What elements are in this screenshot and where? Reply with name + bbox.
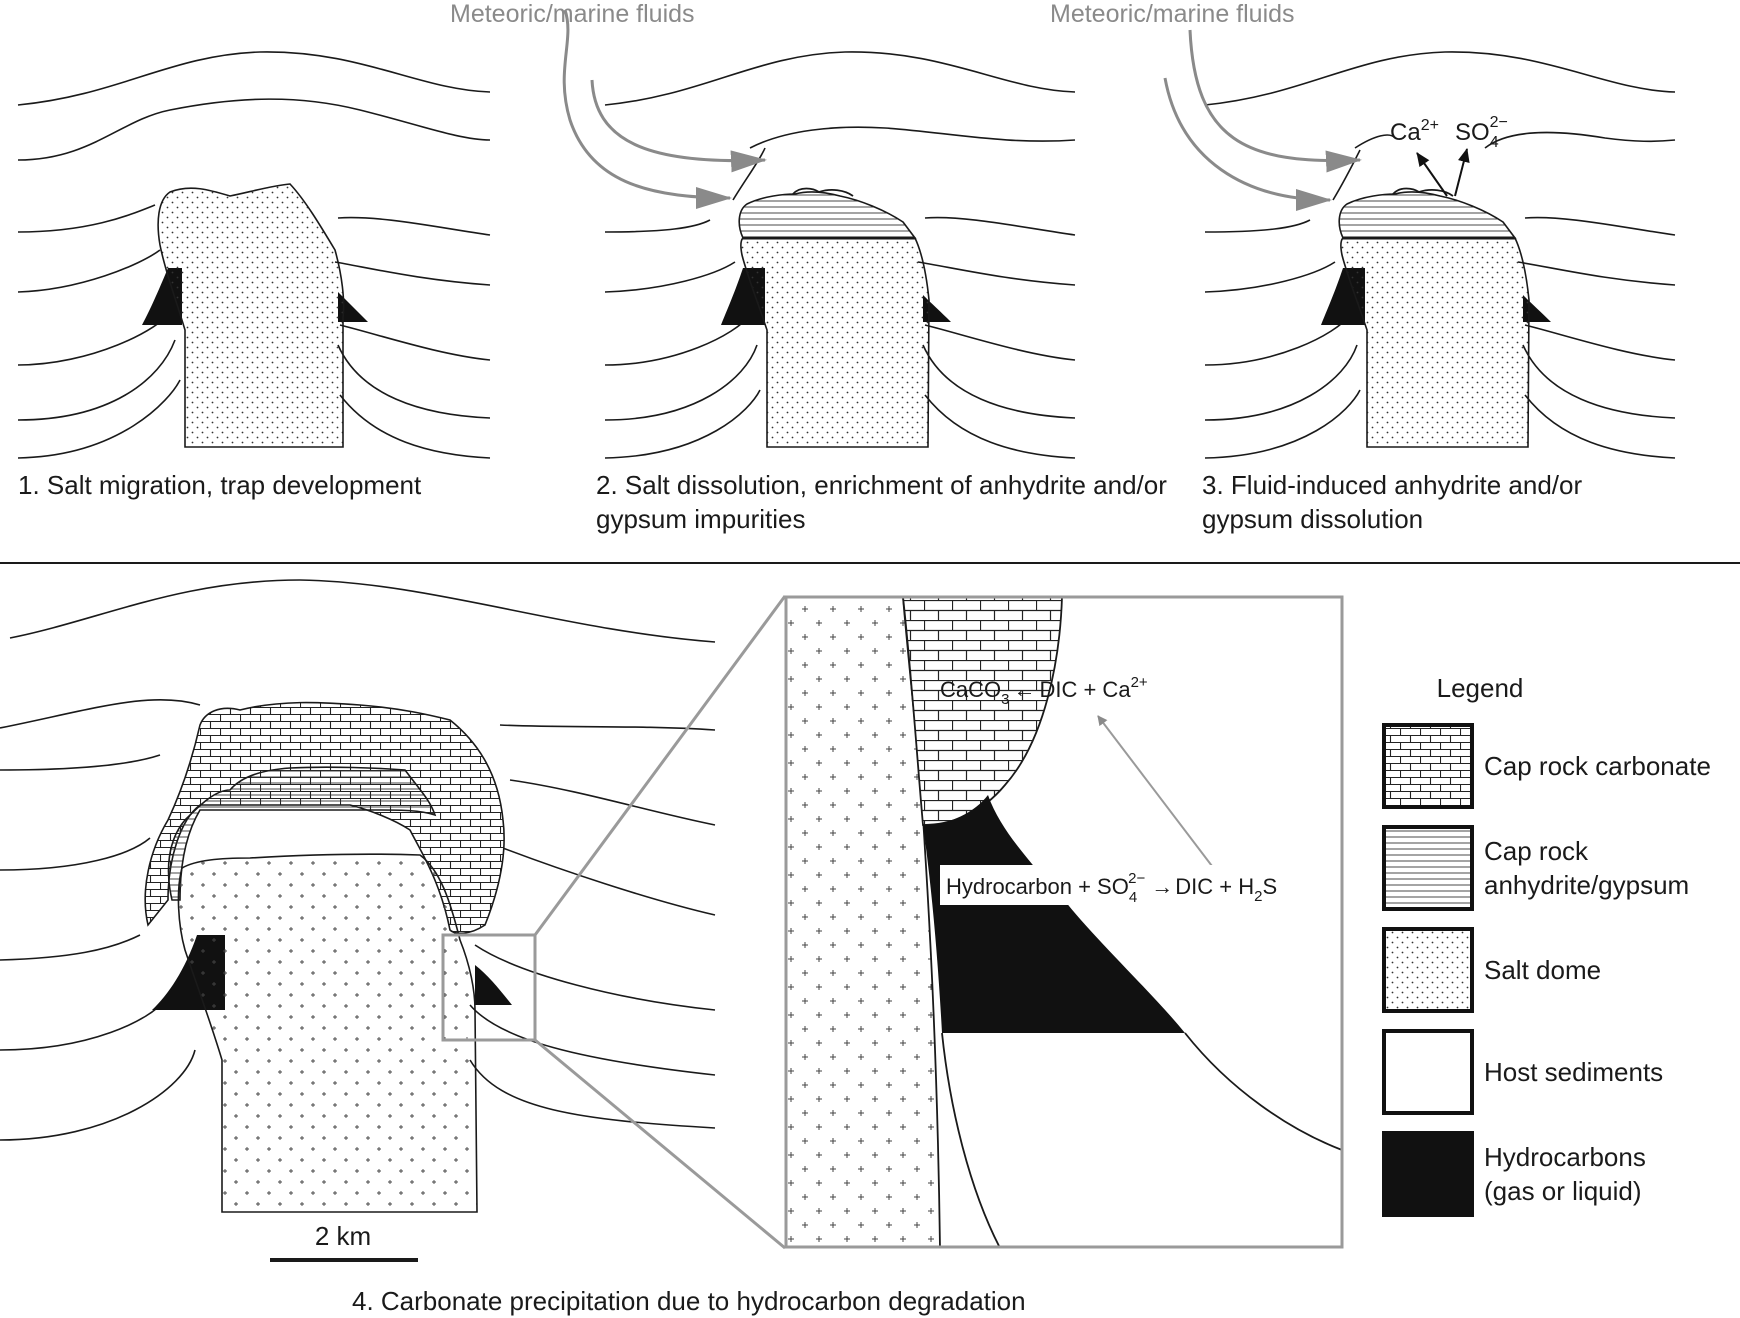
hydrocarbon-trap-right xyxy=(338,292,368,322)
legend-swatch-black xyxy=(1382,1131,1474,1217)
salt-dome xyxy=(157,183,345,448)
legend-label: Hydrocarbons xyxy=(1484,1142,1646,1172)
ion-label-so4: SO42− xyxy=(1455,114,1508,151)
caption-panel-2: 2. Salt dissolution, enrichment of anhyd… xyxy=(596,470,1167,534)
panel-1 xyxy=(17,51,491,459)
legend-label: Cap rock xyxy=(1484,836,1589,866)
host-sediment-layers xyxy=(604,51,1076,459)
caption-panel-4: 4. Carbonate precipitation due to hydroc… xyxy=(352,1286,1026,1316)
salt-dome xyxy=(177,853,478,1213)
legend-label: Host sediments xyxy=(1484,1057,1663,1087)
inset-hydrocarbon xyxy=(923,795,1185,1033)
cap-rock-anhydrite xyxy=(167,766,437,901)
fluid-label-panel-3: Meteoric/marine fluids xyxy=(1050,0,1295,28)
cap-rock-anhydrite xyxy=(738,191,917,239)
zoom-box xyxy=(441,933,537,1042)
hydrocarbon-trap-right xyxy=(923,295,951,322)
reaction-carbonate-precipitation: CaCO3←DIC + Ca2+ xyxy=(940,674,1148,708)
inset-detail: CaCO3←DIC + Ca2+ Hydrocarbon + SO42−→DIC… xyxy=(784,595,1344,1249)
ion-arrow-ca xyxy=(1416,152,1448,197)
legend-swatch-hlines xyxy=(1382,825,1474,911)
legend-title: Legend xyxy=(1437,673,1524,703)
scale-bar-label: 2 km xyxy=(315,1221,371,1251)
caption-panel-1: 1. Salt migration, trap development xyxy=(18,470,422,500)
fluid-arrow-lower xyxy=(562,9,732,209)
zoom-line-top xyxy=(533,595,787,936)
ion-label-ca: Ca2+ xyxy=(1390,117,1439,146)
panel-3: Ca2+ SO42− xyxy=(1163,29,1676,459)
host-sediment-layers xyxy=(17,51,491,459)
legend-swatch-blank xyxy=(1382,1029,1474,1115)
inset-frame xyxy=(784,595,1344,1249)
legend-label: Cap rock carbonate xyxy=(1484,751,1711,781)
panel-2 xyxy=(562,9,1076,459)
legend-label: anhydrite/gypsum xyxy=(1484,870,1689,900)
fluid-arrow-lower xyxy=(1163,77,1332,211)
fluid-label-panel-2: Meteoric/marine fluids xyxy=(450,0,695,28)
panel-4: 2 km xyxy=(0,579,787,1262)
cap-rock-carbonate xyxy=(144,701,505,935)
cap-rock-anhydrite xyxy=(1338,191,1517,239)
legend-swatch-dots xyxy=(1382,927,1474,1013)
legend-label: (gas or liquid) xyxy=(1484,1176,1642,1206)
reaction-arrow xyxy=(1097,715,1216,871)
host-sediment-layers xyxy=(1204,51,1676,459)
salt-dome xyxy=(1340,237,1530,448)
legend-swatch-brick xyxy=(1382,723,1474,809)
legend-label: Salt dome xyxy=(1484,955,1601,985)
reaction-sulfate-reduction: Hydrocarbon + SO42−→DIC + H2S xyxy=(946,870,1277,906)
ion-arrow-so4 xyxy=(1454,148,1470,197)
caption-panel-3: 3. Fluid-induced anhydrite and/or gypsum… xyxy=(1202,470,1583,534)
salt-dome xyxy=(740,237,930,448)
hydrocarbon-trap-right xyxy=(1523,295,1551,322)
hydrocarbon-trap-right xyxy=(475,965,512,1005)
zoom-line-bottom xyxy=(534,1038,786,1250)
fluid-arrow-upper xyxy=(590,79,767,173)
fluid-arrow-upper xyxy=(1188,29,1362,173)
